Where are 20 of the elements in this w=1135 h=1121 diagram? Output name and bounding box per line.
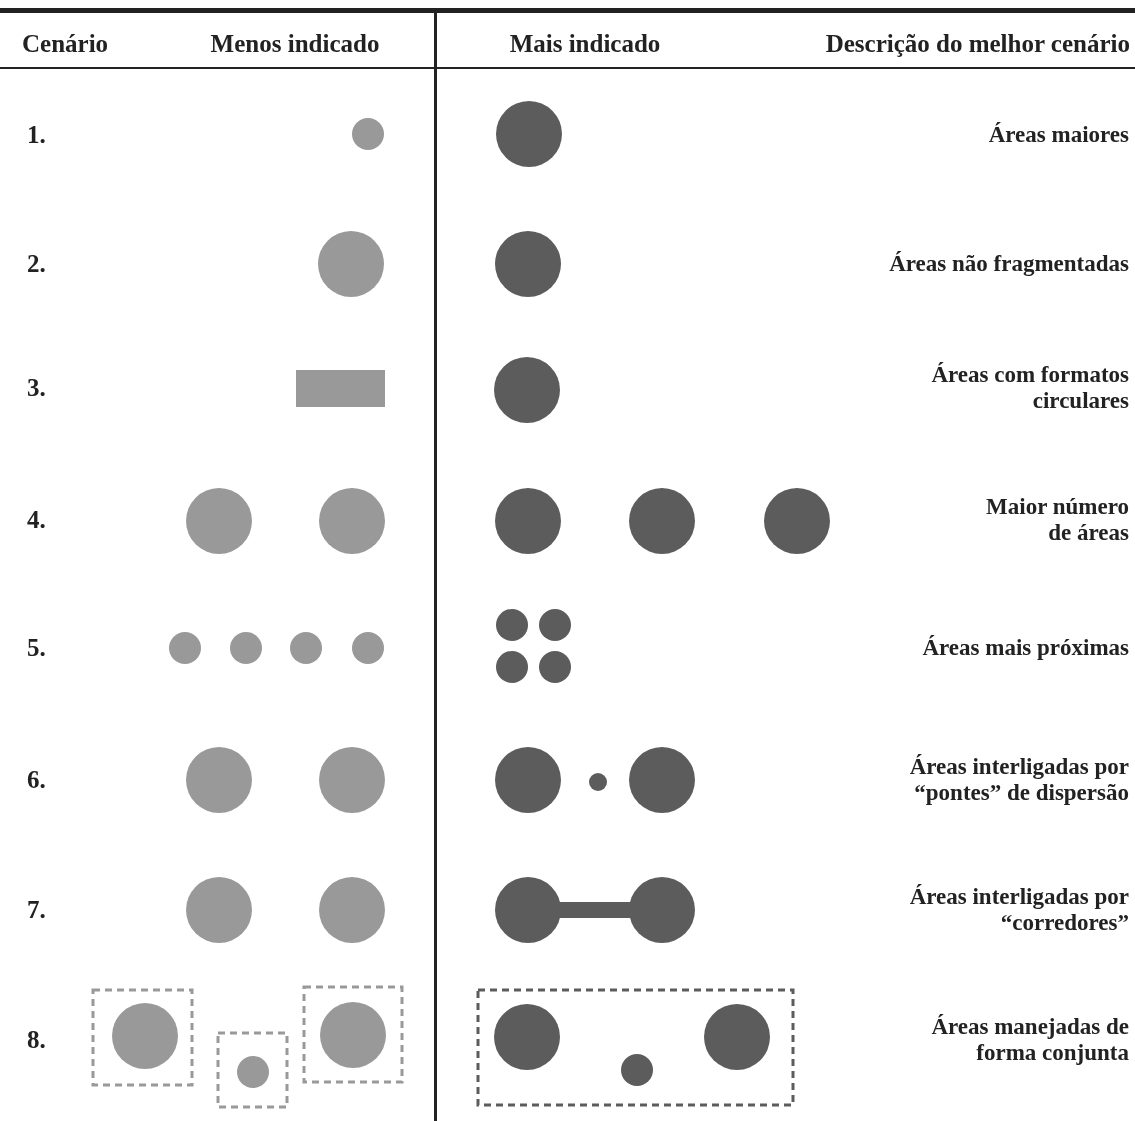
scenario-description: Áreas interligadas por “corredores” (908, 883, 1129, 937)
scenario-description: Áreas com formatos circulares (930, 361, 1129, 415)
scenario-number: 5. (27, 634, 46, 662)
column-header: Mais indicado (509, 30, 661, 58)
scenario-description: Áreas interligadas por “pontes” de dispersão (908, 753, 1129, 807)
scenario-description: Maior número de áreas (985, 493, 1129, 547)
scenario-number: 2. (27, 250, 46, 278)
scenario-description: Áreas maiores (987, 121, 1129, 149)
scenario-number: 7. (27, 896, 46, 924)
scenario-number: 8. (27, 1026, 46, 1054)
column-header: Menos indicado (210, 30, 380, 58)
column-header: Cenário (22, 30, 109, 58)
scenario-description: Áreas mais próximas (921, 634, 1129, 662)
scenario-number: 6. (27, 766, 46, 794)
scenario-description: Áreas manejadas de forma conjunta (930, 1013, 1129, 1067)
scenario-description: Áreas não fragmentadas (888, 250, 1129, 278)
scenario-number: 3. (27, 374, 46, 402)
scenario-number: 4. (27, 506, 46, 534)
column-header: Descrição do melhor cenário (825, 30, 1130, 58)
scenario-number: 1. (27, 121, 46, 149)
